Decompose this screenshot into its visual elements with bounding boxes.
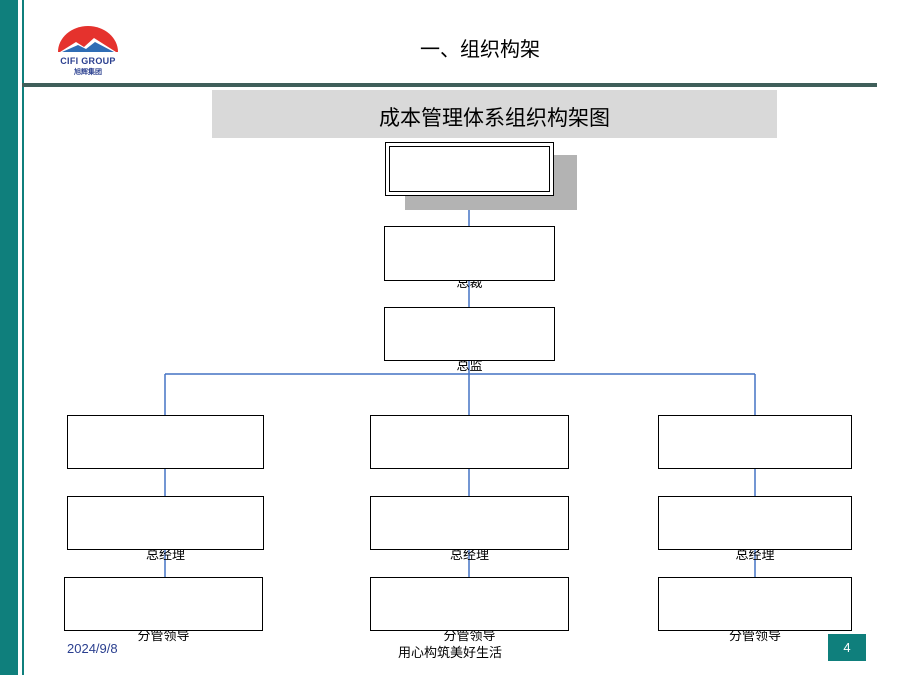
org-node-mid-a (370, 415, 569, 469)
logo-brand-text: CIFI GROUP (60, 56, 116, 66)
org-node-left-c (64, 577, 263, 631)
footer-date: 2024/9/8 (67, 641, 118, 656)
left-accent-line (22, 0, 24, 675)
org-node-left-a (67, 415, 264, 469)
org-node-president (384, 226, 555, 281)
org-node-director (384, 307, 555, 361)
page-number: 4 (828, 634, 866, 661)
org-node-right-c (658, 577, 852, 631)
org-node-right-b (658, 496, 852, 550)
chart-title-banner (212, 90, 777, 138)
org-node-right-c-label: 分管领导 (728, 629, 781, 644)
logo-sub-text: 旭辉集团 (74, 68, 102, 76)
org-node-left-b (67, 496, 264, 550)
org-node-left-c-label: 分管领导 (137, 629, 190, 644)
org-node-top (385, 142, 554, 196)
org-node-left-b-label: 总经理 (145, 548, 185, 563)
org-node-mid-c-label: 分管领导 (443, 629, 496, 644)
title-divider (22, 83, 877, 87)
chart-title: 成本管理体系组织构架图 (379, 106, 610, 130)
org-node-right-b-label: 总经理 (735, 548, 775, 563)
footer-slogan: 用心构筑美好生活 (397, 646, 502, 661)
org-node-director-label: 总监 (456, 359, 483, 374)
org-node-mid-b (370, 496, 569, 550)
org-node-top-inner (389, 146, 550, 192)
left-accent-bar (0, 0, 18, 675)
org-node-mid-b-label: 总经理 (449, 548, 489, 563)
slide-title: 一、组织构架 (420, 37, 540, 61)
org-node-mid-c (370, 577, 569, 631)
org-node-right-a (658, 415, 852, 469)
company-logo (58, 26, 118, 52)
